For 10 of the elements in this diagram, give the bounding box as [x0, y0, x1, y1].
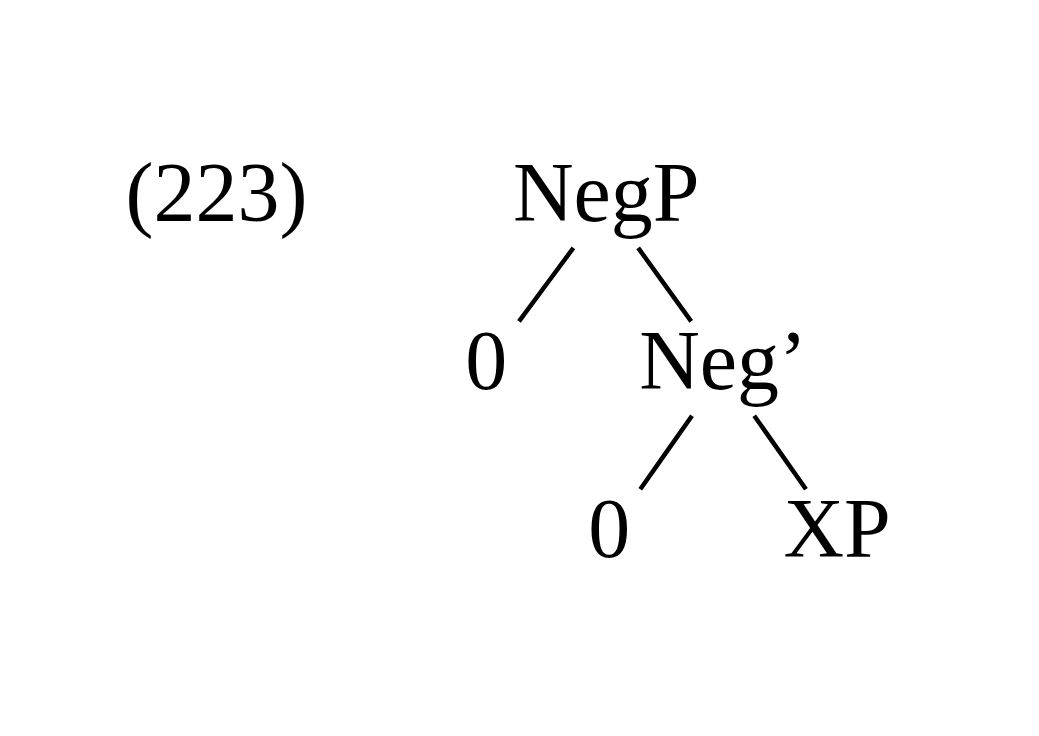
node-text: Neg’: [638, 313, 807, 407]
label: (223): [125, 145, 307, 239]
connector: [751, 413, 808, 490]
node-text: XP: [782, 481, 891, 575]
connector: [635, 246, 693, 323]
connector: [516, 246, 575, 323]
node-text: NegP: [512, 145, 699, 239]
connector: [637, 413, 694, 490]
node-text: 0: [587, 481, 630, 575]
node-text: 0: [464, 313, 507, 407]
